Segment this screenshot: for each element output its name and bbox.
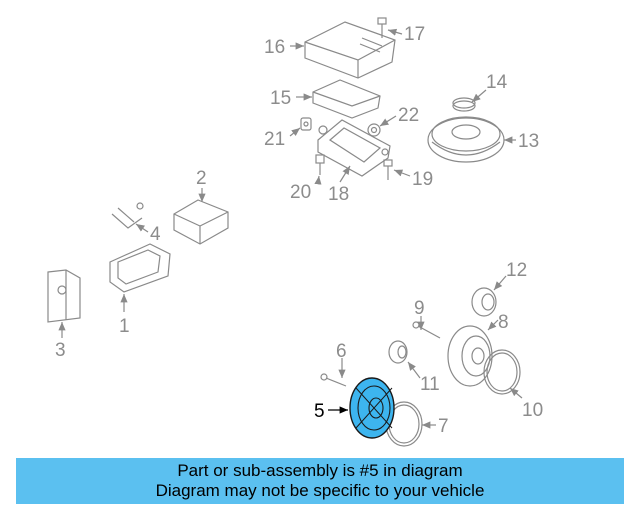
- callout-8: 8: [498, 312, 509, 333]
- callout-18: 18: [328, 184, 349, 205]
- callout-20: 20: [290, 182, 311, 203]
- part-10-gasket-ring: [483, 349, 521, 395]
- callout-17: 17: [404, 24, 425, 45]
- part-18-control-module: [317, 119, 391, 177]
- callout-10: 10: [522, 400, 543, 421]
- callout-12: 12: [506, 260, 527, 281]
- part-11-tweeter: [388, 340, 408, 364]
- callout-9: 9: [414, 298, 425, 319]
- part-6-screw: [320, 373, 347, 387]
- banner-line-2: Diagram may not be specific to your vehi…: [155, 481, 485, 500]
- callout-4: 4: [150, 224, 161, 245]
- callout-7: 7: [438, 416, 449, 437]
- callout-5: 5: [314, 401, 325, 422]
- callout-11: 11: [420, 374, 440, 395]
- part-19-screw: [383, 159, 393, 180]
- leader-lines: [58, 28, 523, 429]
- part-14-cap: [452, 97, 476, 112]
- part-21-grommet: [300, 117, 312, 131]
- part-2-amplifier: [173, 199, 229, 245]
- callout-16: 16: [264, 37, 285, 58]
- part-17-screw: [377, 17, 387, 38]
- banner-line-1: Part or sub-assembly is #5 in diagram: [177, 461, 463, 480]
- callout-21: 21: [264, 129, 285, 150]
- part-15-bracket: [312, 79, 381, 119]
- callout-2: 2: [196, 168, 207, 189]
- part-16-module-cover: [304, 21, 396, 79]
- part-9-screw: [412, 321, 441, 339]
- part-8-speaker: [447, 325, 493, 387]
- part-13-speaker-tub: [427, 116, 505, 163]
- callout-3: 3: [55, 340, 66, 361]
- info-banner: Part or sub-assembly is #5 in diagram Di…: [16, 458, 624, 504]
- callout-19: 19: [412, 169, 433, 190]
- callout-15: 15: [270, 88, 291, 109]
- callout-6: 6: [336, 341, 347, 362]
- callout-13: 13: [518, 131, 539, 152]
- part-5-speaker-highlighted: [349, 377, 395, 439]
- part-4-bracket: [111, 202, 144, 229]
- part-20-screw: [315, 154, 325, 175]
- part-22-nut: [367, 123, 381, 137]
- part-12-tweeter: [471, 287, 497, 317]
- part-1-module: [109, 243, 171, 293]
- callout-1: 1: [119, 316, 130, 337]
- callout-22: 22: [398, 105, 419, 126]
- callout-14: 14: [486, 72, 508, 93]
- part-3-bracket: [47, 269, 81, 323]
